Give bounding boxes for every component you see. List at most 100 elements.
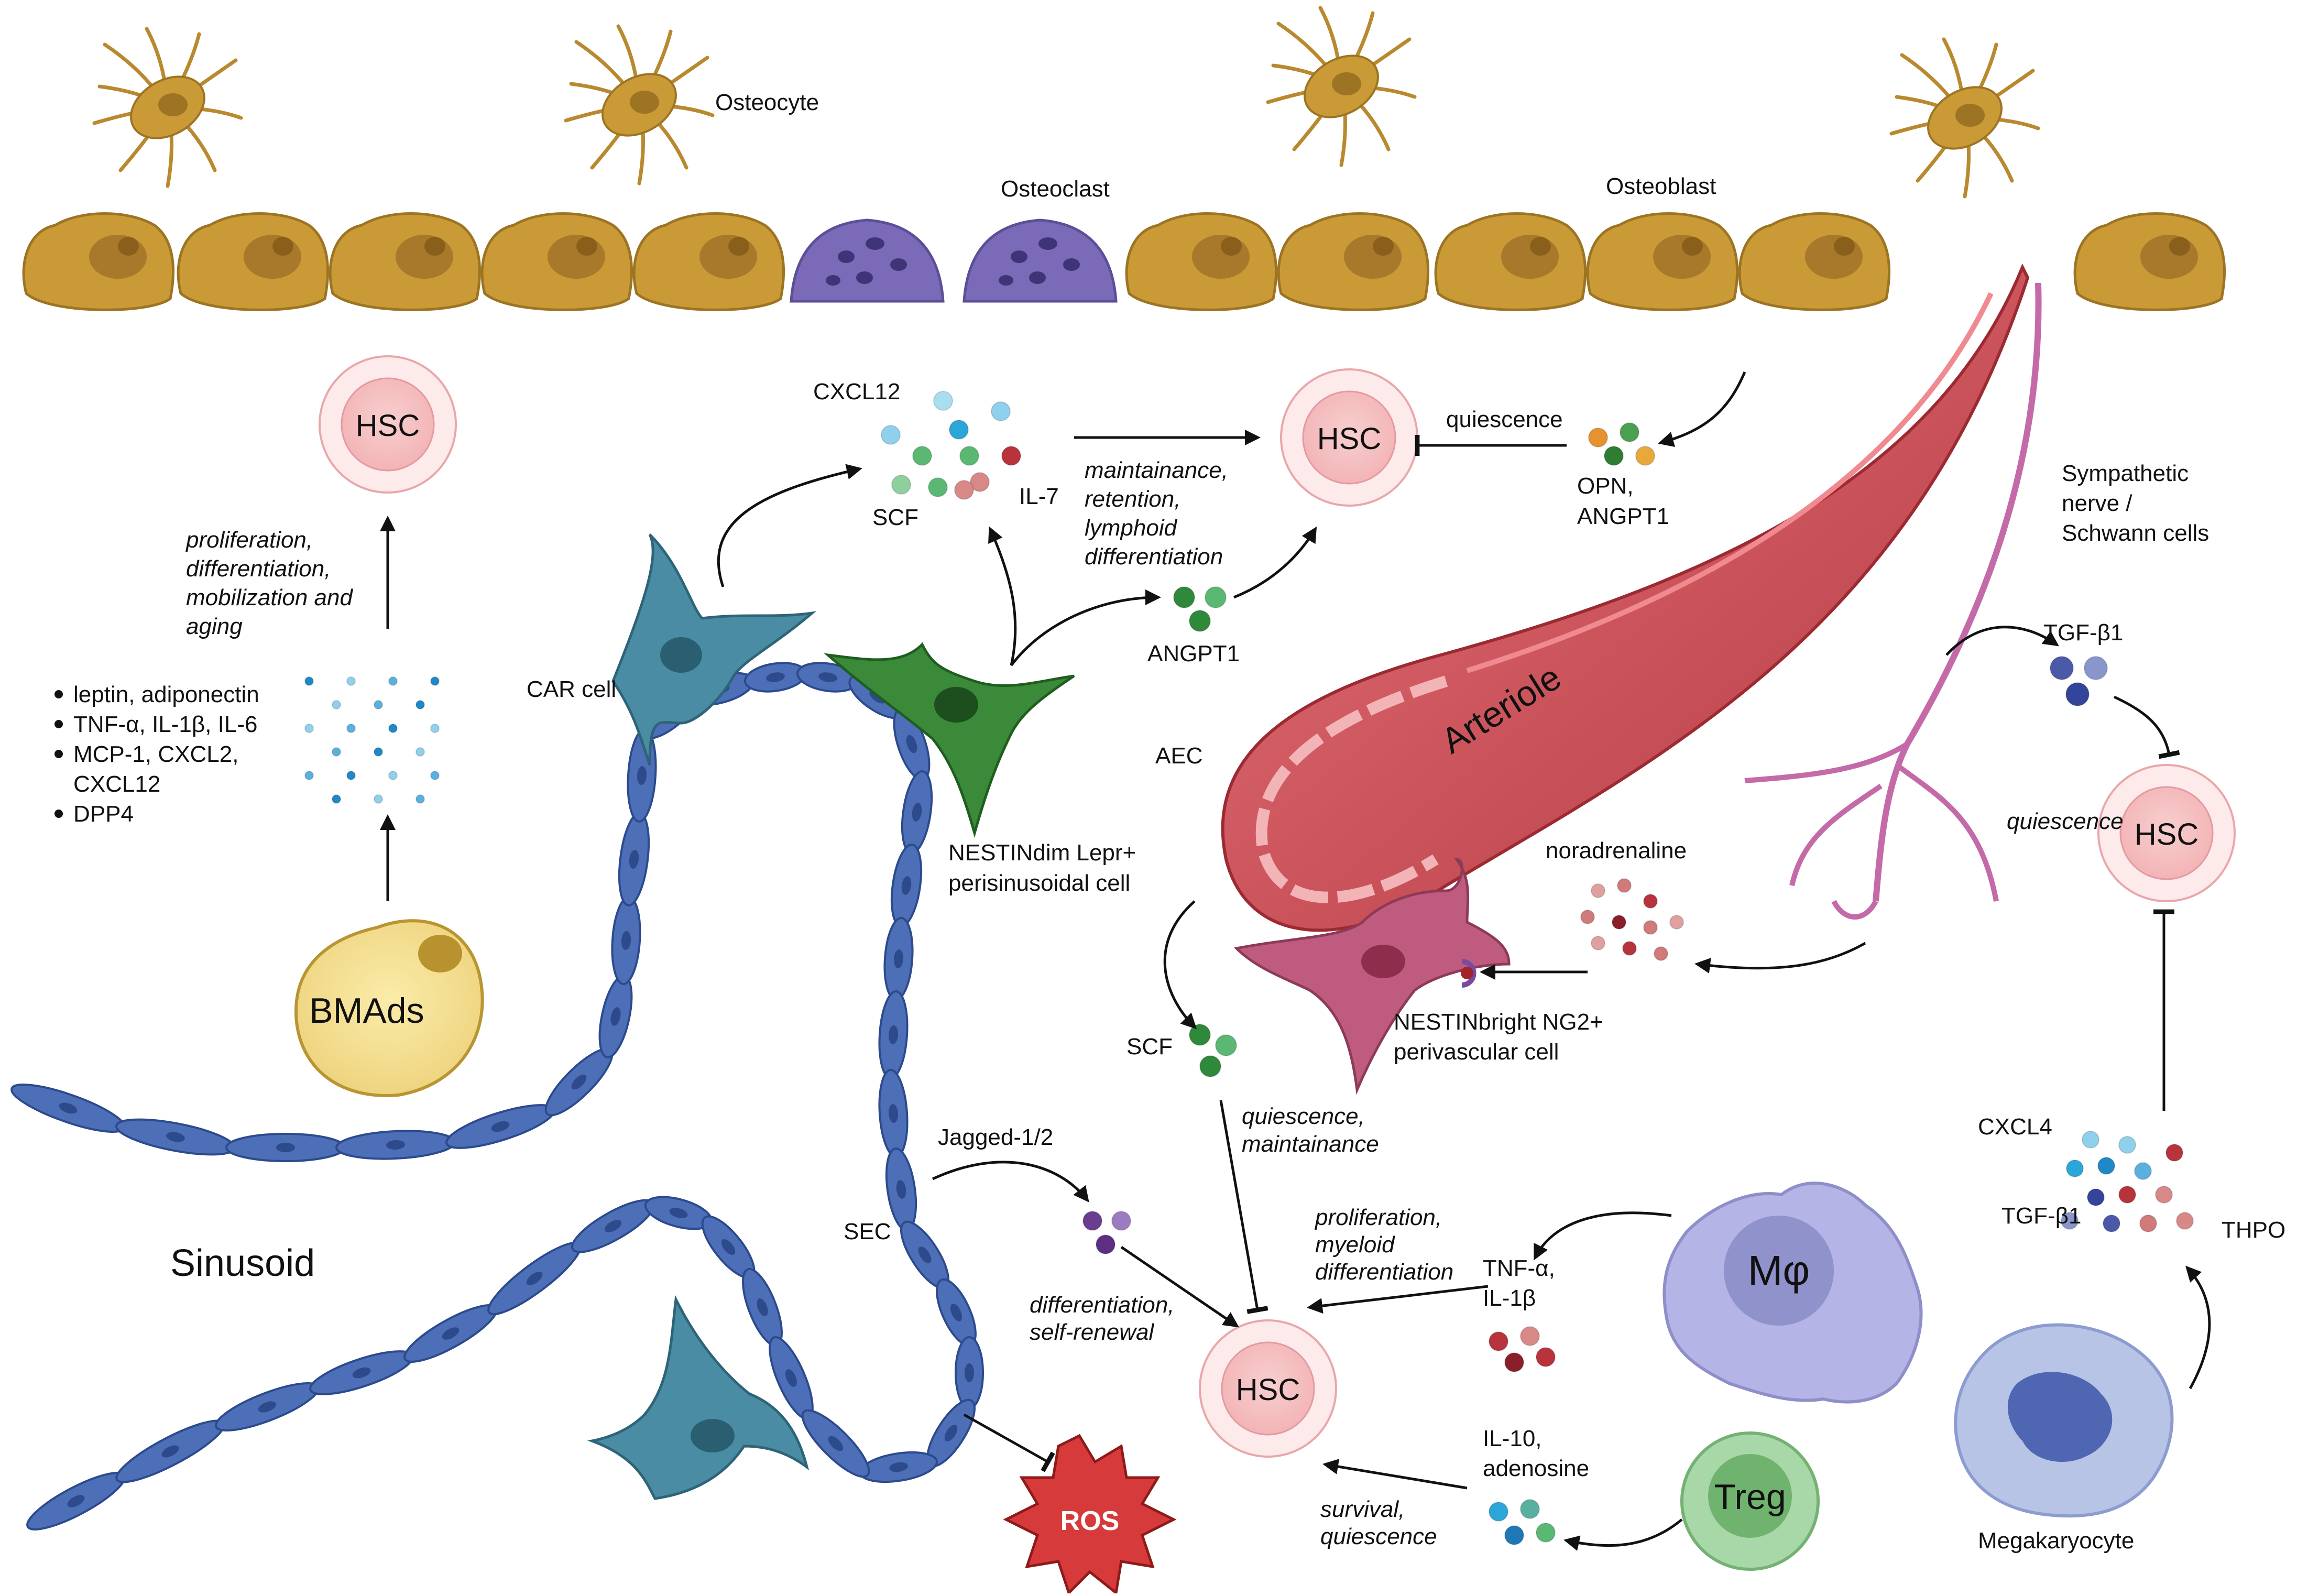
osteoclast-cell (962, 218, 1118, 303)
tgfb1-top-label: TGF-β1 (2043, 620, 2123, 646)
molecule-dot (388, 771, 398, 780)
endothelial-cell (644, 1196, 713, 1230)
molecule-dot (1643, 920, 1658, 935)
opn-label: OPN, (1577, 473, 1634, 499)
molecule-dot (928, 477, 948, 497)
nestindim-label-line2: perisinusoidal cell (948, 870, 1130, 896)
molecule-dot (430, 676, 440, 686)
molecule-dot (1189, 610, 1211, 632)
ros-burst: ROS (1003, 1434, 1177, 1595)
molecule-dot (1520, 1499, 1540, 1519)
endothelial-cell (26, 1472, 126, 1531)
endothelial-cell (701, 1215, 756, 1279)
molecule-dot (415, 747, 425, 757)
osteoblast-cell (1434, 212, 1587, 311)
molecule-dot (2087, 1188, 2105, 1206)
hsc-cell: HSC (319, 355, 457, 494)
molecule-dot (2176, 1212, 2194, 1230)
nerve-label-line2: nerve / (2062, 490, 2132, 516)
molecule-dot (2118, 1136, 2136, 1154)
molecule-dot (2066, 1160, 2084, 1177)
treg-label: Treg (1714, 1477, 1786, 1517)
tnf-label: TNF-α, (1483, 1255, 1555, 1281)
osteoclast-label: Osteoclast (1001, 176, 1110, 202)
molecule-dot (1001, 446, 1021, 466)
molecule-dot (954, 480, 974, 500)
nestinbright-label-line1: NESTINbright NG2+ (1394, 1009, 1603, 1035)
niche-effect-line: retention, (1085, 486, 1180, 512)
hsc-cell: HSC (2097, 764, 2236, 902)
nerve-label-line1: Sympathetic (2062, 461, 2189, 486)
molecule-dot (2118, 1186, 2136, 1204)
molecule-dot (2155, 1186, 2173, 1204)
endothelial-cell (890, 843, 923, 928)
jagged-effect-line: differentiation, (1030, 1292, 1174, 1318)
molecule-dot (2134, 1162, 2152, 1180)
molecule-dot (1643, 894, 1658, 909)
molecule-dot (1635, 446, 1655, 466)
osteoblast-cell (1586, 212, 1739, 311)
molecule-dot (304, 724, 314, 733)
molecule-dot (1654, 946, 1668, 961)
osteoblast-cell (1738, 212, 1891, 311)
hsc-label: HSC (1317, 422, 1381, 456)
molecule-dot (2050, 656, 2074, 680)
endothelial-cell (403, 1304, 498, 1363)
endothelial-cell (878, 990, 909, 1080)
osteocyte-cells (92, 6, 2040, 199)
molecule-dot (332, 747, 341, 757)
molecule-dot (991, 401, 1011, 421)
nerve-quiescence-label: quiescence (2007, 808, 2124, 834)
molecule-dot (1489, 1331, 1508, 1351)
bmad-label: BMAds (309, 991, 424, 1031)
bmad-factor-list: leptin, adiponectin TNF-α, IL-1β, IL-6 M… (54, 682, 259, 827)
arteriole-vessel (1221, 263, 2030, 932)
osteoblast-cell (22, 212, 175, 311)
molecule-dot (1504, 1525, 1524, 1545)
endothelial-cell (742, 1267, 783, 1347)
endothelial-cell (225, 1133, 346, 1162)
molecule-dot (304, 771, 314, 780)
car-cell (587, 1295, 810, 1500)
hsc-cell: HSC (1199, 1319, 1337, 1458)
scf-lower-label: SCF (1126, 1034, 1173, 1059)
il10-label: IL-10, (1483, 1426, 1542, 1451)
molecule-dot (1591, 936, 1605, 950)
molecule-dot (2061, 1212, 2079, 1230)
osteoblast-cell (632, 212, 785, 311)
sec-label: SEC (844, 1219, 891, 1244)
arrows (380, 371, 2211, 1551)
treg-effect-line: survival, (1320, 1496, 1405, 1522)
osteocyte-cell (1266, 6, 1417, 167)
endothelial-cell (885, 1147, 917, 1232)
molecule-dot (415, 794, 425, 804)
molecule-dot (2139, 1215, 2157, 1232)
endothelial-cell (618, 812, 650, 906)
endothelial-cell (215, 1382, 320, 1431)
bmad-factor-item: DPP4 (73, 801, 134, 827)
molecule-dot (430, 724, 440, 733)
molecule-dot (1215, 1034, 1237, 1056)
hsc-cell: HSC (1280, 368, 1418, 507)
osteocyte-cell (564, 24, 715, 185)
quiescence-label: quiescence (1446, 407, 1563, 432)
molecule-dot (2103, 1215, 2120, 1232)
molecule-dot (388, 676, 398, 686)
niche-effect-line: differentiation (1085, 544, 1223, 570)
endothelial-cell (115, 1118, 236, 1156)
endothelial-cell (859, 1451, 938, 1483)
molecule-dot (912, 446, 932, 466)
angpt1-label: ANGPT1 (1577, 504, 1669, 529)
bmad-effect-line: proliferation, (185, 527, 313, 553)
hsc-label: HSC (2135, 817, 2198, 851)
molecule-dot (970, 472, 990, 492)
osteocyte-cell (1889, 37, 2040, 199)
sinusoid-label: Sinusoid (170, 1242, 315, 1284)
megakaryocyte-cell (1954, 1323, 2174, 1518)
molecule-dot (388, 724, 398, 733)
molecule-dot (1520, 1326, 1540, 1346)
osteoblast-cell (2073, 212, 2226, 311)
jagged-label: Jagged-1/2 (938, 1124, 1053, 1150)
molecule-dot (1617, 878, 1632, 893)
molecule-dot (346, 724, 356, 733)
